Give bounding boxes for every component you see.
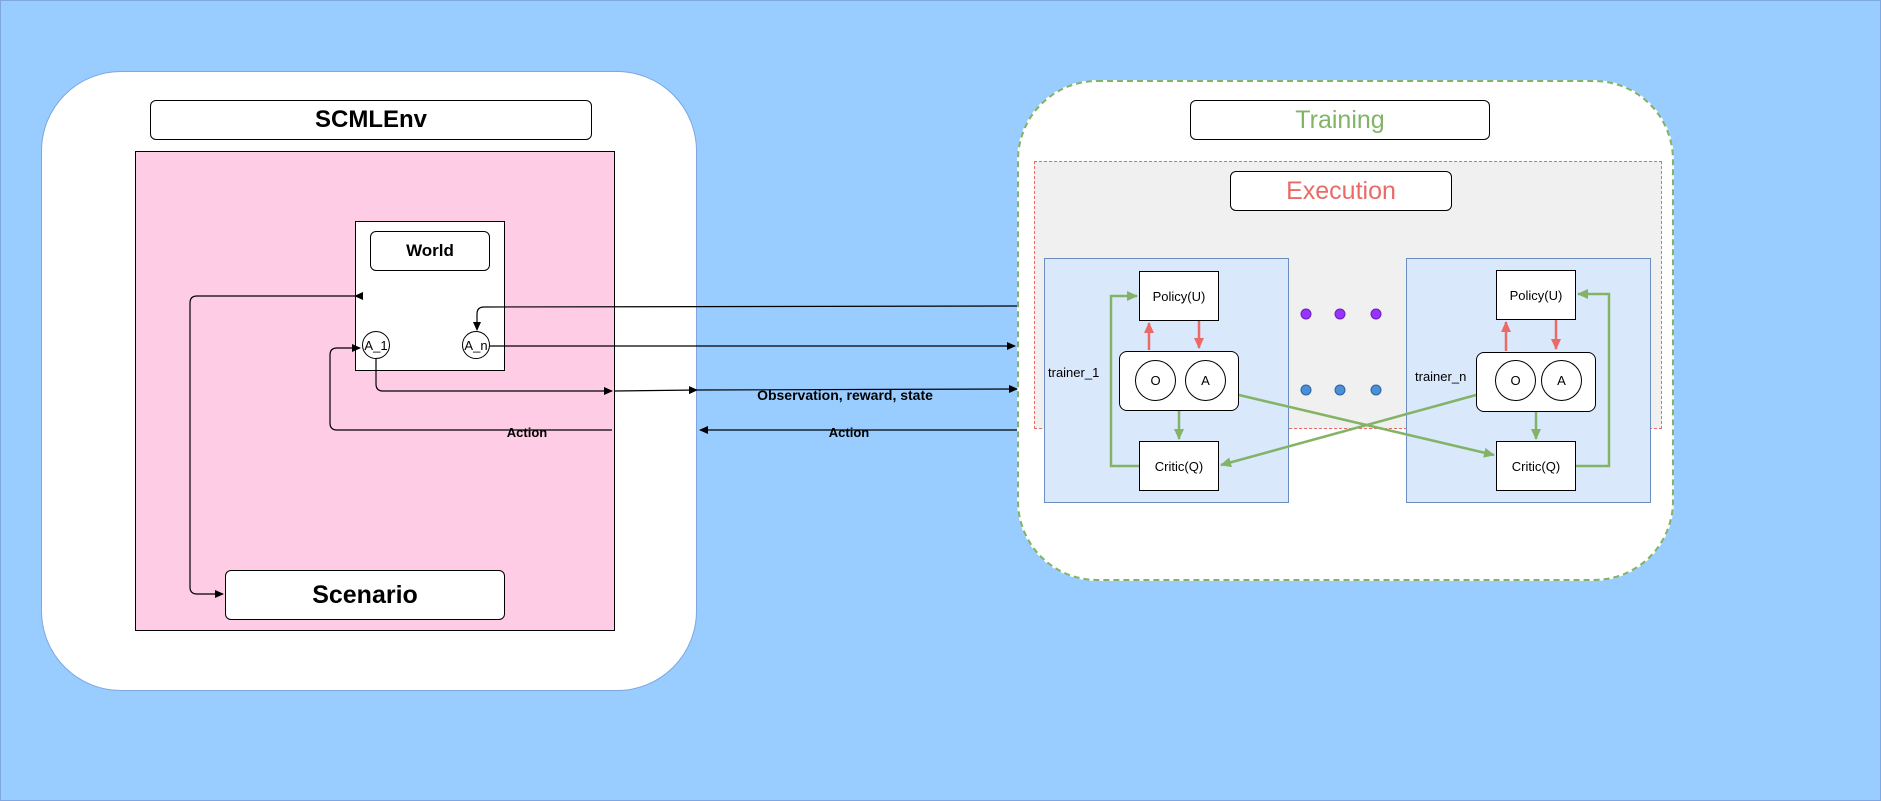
ellipsis-dot-bottom-3 xyxy=(1370,384,1382,396)
tn-oa-to-t1-critic xyxy=(1220,393,1477,468)
action-label-inner: Action xyxy=(506,424,548,440)
a1-to-boundary xyxy=(375,359,613,395)
ellipsis-dot-top-1 xyxy=(1300,308,1312,320)
trainer-1-label: trainer_1 xyxy=(1048,364,1100,380)
ellipsis-dot-top-2 xyxy=(1334,308,1346,320)
ellipsis-dot-bottom-2 xyxy=(1334,384,1346,396)
training-to-an xyxy=(473,305,1018,331)
observation-label: Observation, reward, state xyxy=(757,387,933,403)
observation-arrow-2 xyxy=(696,385,1018,394)
trainer-n-label: trainer_n xyxy=(1415,368,1467,384)
world-scenario-link xyxy=(189,292,363,598)
trainer-1-obs: O xyxy=(1135,360,1176,401)
trainer-n-critic: Critic(Q) xyxy=(1496,441,1576,491)
trainer-1-policy: Policy(U) xyxy=(1139,271,1219,321)
trainer-n-policy: Policy(U) xyxy=(1496,270,1576,320)
tn-critic-to-policy xyxy=(1576,289,1611,468)
training-title: Training xyxy=(1190,100,1490,140)
observation-arrow-1 xyxy=(614,386,698,395)
world-label: World xyxy=(370,231,490,271)
t1-critic-to-policy xyxy=(1109,291,1139,468)
agent-an: A_n xyxy=(462,331,490,359)
trainer-1-act: A xyxy=(1185,360,1226,401)
ellipsis-dot-bottom-1 xyxy=(1300,384,1312,396)
ellipsis-dot-top-3 xyxy=(1370,308,1382,320)
action-label-outer: Action xyxy=(828,424,870,440)
execution-title: Execution xyxy=(1230,171,1452,211)
action-to-a1 xyxy=(329,344,612,431)
agent-a1: A_1 xyxy=(362,331,390,359)
trainer-1-critic: Critic(Q) xyxy=(1139,441,1219,491)
trainer-n-obs: O xyxy=(1495,360,1536,401)
env-title: SCMLEnv xyxy=(150,100,592,140)
trainer-n-act: A xyxy=(1541,360,1582,401)
